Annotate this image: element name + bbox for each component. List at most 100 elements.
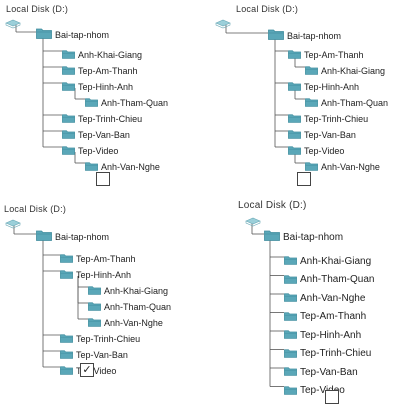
folder-icon	[88, 298, 101, 316]
tree-option-3: Local Disk (D:) Bai-tap-nhom Tep-Am-Than…	[0, 196, 210, 413]
root-folder[interactable]: Bai-tap-nhom	[264, 228, 343, 246]
folder-tree: Local Disk (D:) Bai-tap-nhom Tep-Am-Than…	[210, 0, 420, 196]
folder-item[interactable]: Tep-Van-Ban	[288, 126, 356, 144]
folder-item[interactable]: Tep-Am-Thanh	[60, 250, 136, 268]
folder-icon	[305, 62, 318, 80]
folder-icon	[305, 158, 318, 176]
folder-item[interactable]: Anh-Tham-Quan	[85, 94, 168, 112]
folder-item[interactable]: Tep-Trinh-Chieu	[284, 345, 371, 363]
folder-item[interactable]: Tep-Van-Ban	[62, 126, 130, 144]
folder-label: Tep-Am-Thanh	[78, 66, 138, 76]
folder-icon	[284, 271, 297, 289]
folder-item[interactable]: Anh-Khai-Giang	[284, 252, 371, 270]
folder-label: Tep-Van-Ban	[76, 350, 128, 360]
folder-item[interactable]: Tep-Van-Ban	[284, 363, 358, 381]
folder-label: Bai-tap-nhom	[55, 232, 110, 242]
folder-icon	[288, 126, 301, 144]
folder-icon	[284, 382, 297, 400]
folder-label: Anh-Van-Nghe	[101, 162, 160, 172]
folder-icon	[60, 266, 73, 284]
folder-label: Tep-Hinh-Anh	[78, 82, 134, 92]
drive-icon	[244, 214, 262, 227]
folder-item[interactable]: Tep-Hinh-Anh	[60, 266, 131, 284]
folder-item[interactable]: Tep-Video	[288, 142, 344, 160]
folder-icon	[36, 228, 52, 246]
folder-item[interactable]: Tep-Am-Thanh	[62, 62, 138, 80]
folder-item[interactable]: Tep-Trinh-Chieu	[60, 330, 140, 348]
folder-label: Anh-Van-Nghe	[104, 318, 163, 328]
folder-item[interactable]: Tep-Am-Thanh	[288, 46, 364, 64]
folder-icon	[60, 250, 73, 268]
tree-connector-lines	[251, 222, 284, 387]
folder-label: Anh-Khai-Giang	[321, 66, 386, 76]
folder-icon	[264, 228, 280, 246]
folder-icon	[60, 362, 73, 380]
folder-item[interactable]: Anh-Khai-Giang	[88, 282, 168, 300]
folder-icon	[36, 26, 52, 44]
drive-icon	[214, 16, 232, 29]
root-folder[interactable]: Bai-tap-nhom	[36, 228, 109, 246]
folder-icon	[62, 110, 75, 128]
folder-item[interactable]: Tep-Van-Ban	[60, 346, 128, 364]
folder-label: Tep-Hinh-Anh	[76, 270, 132, 280]
folder-label: Anh-Khai-Giang	[78, 50, 143, 60]
folder-tree: Local Disk (D:) Bai-tap-nhom Anh-Khai-Gi…	[210, 196, 420, 413]
folder-label: Tep-Van-Ban	[304, 130, 356, 140]
folder-item[interactable]: Tep-Hinh-Anh	[288, 78, 359, 96]
folder-item[interactable]: Anh-Tham-Quan	[284, 271, 374, 289]
answer-checkbox[interactable]	[96, 172, 110, 186]
folder-label: Tep-Hinh-Anh	[304, 82, 360, 92]
folder-label: Bai-tap-nhom	[287, 31, 342, 41]
answer-checkbox[interactable]	[325, 390, 339, 404]
folder-item[interactable]: Anh-Van-Nghe	[305, 158, 380, 176]
folder-item[interactable]: Tep-Trinh-Chieu	[288, 110, 368, 128]
answer-checkbox[interactable]	[297, 172, 311, 186]
folder-item[interactable]: Anh-Khai-Giang	[305, 62, 385, 80]
folder-item[interactable]: Anh-Van-Nghe	[88, 314, 163, 332]
folder-label: Tep-Trinh-Chieu	[76, 334, 141, 344]
folder-item[interactable]: Tep-Am-Thanh	[284, 308, 366, 326]
folder-item[interactable]: Tep-Video	[60, 362, 116, 380]
drive-icon	[4, 216, 22, 229]
folder-item[interactable]: Anh-Tham-Quan	[305, 94, 388, 112]
folder-label: Tep-Trinh-Chieu	[304, 114, 369, 124]
folder-tree: Local Disk (D:) Bai-tap-nhom Tep-Am-Than…	[0, 196, 210, 413]
folder-item[interactable]: Anh-Tham-Quan	[88, 298, 171, 316]
folder-label: Anh-Van-Nghe	[300, 292, 366, 304]
drive-icon	[4, 16, 22, 29]
folder-item[interactable]: Anh-Van-Nghe	[85, 158, 160, 176]
folder-label: Tep-Video	[304, 146, 345, 156]
folder-item[interactable]: Tep-Video	[62, 142, 118, 160]
folder-item[interactable]: Anh-Khai-Giang	[62, 46, 142, 64]
folder-label: Anh-Van-Nghe	[321, 162, 380, 172]
tree-option-2: Local Disk (D:) Bai-tap-nhom Tep-Am-Than…	[210, 0, 420, 196]
folder-icon	[60, 330, 73, 348]
folder-item[interactable]: Tep-Trinh-Chieu	[62, 110, 142, 128]
folder-icon	[284, 345, 297, 363]
answer-checkbox[interactable]: ✓	[80, 363, 94, 377]
folder-label: Tep-Video	[78, 146, 119, 156]
folder-item[interactable]: Tep-Hinh-Anh	[62, 78, 133, 96]
tree-option-4: Local Disk (D:) Bai-tap-nhom Anh-Khai-Gi…	[210, 196, 420, 413]
folder-icon	[88, 282, 101, 300]
folder-item[interactable]: Tep-Hinh-Anh	[284, 326, 361, 344]
folder-label: Anh-Tham-Quan	[300, 274, 375, 285]
folder-icon	[85, 94, 98, 112]
folder-item[interactable]: Tep-Video	[284, 382, 345, 400]
folder-label: Anh-Khai-Giang	[300, 255, 372, 267]
root-folder[interactable]: Bai-tap-nhom	[36, 26, 109, 44]
folder-icon	[62, 62, 75, 80]
folder-label: Tep-Hinh-Anh	[300, 329, 362, 341]
folder-icon	[60, 346, 73, 364]
drive-label: Local Disk (D:)	[238, 200, 307, 211]
folder-label: Anh-Tham-Quan	[104, 302, 172, 312]
tree-option-1: Local Disk (D:) Bai-tap-nhom Anh-Khai-Gi…	[0, 0, 210, 196]
folder-icon	[284, 289, 297, 307]
folder-item[interactable]: Anh-Van-Nghe	[284, 289, 365, 307]
folder-label: Anh-Tham-Quan	[321, 98, 389, 108]
folder-tree: Local Disk (D:) Bai-tap-nhom Anh-Khai-Gi…	[0, 0, 210, 196]
root-folder[interactable]: Bai-tap-nhom	[268, 27, 341, 45]
folder-label: Tep-Van-Ban	[300, 366, 358, 378]
folder-icon	[85, 158, 98, 176]
folder-icon	[268, 27, 284, 45]
